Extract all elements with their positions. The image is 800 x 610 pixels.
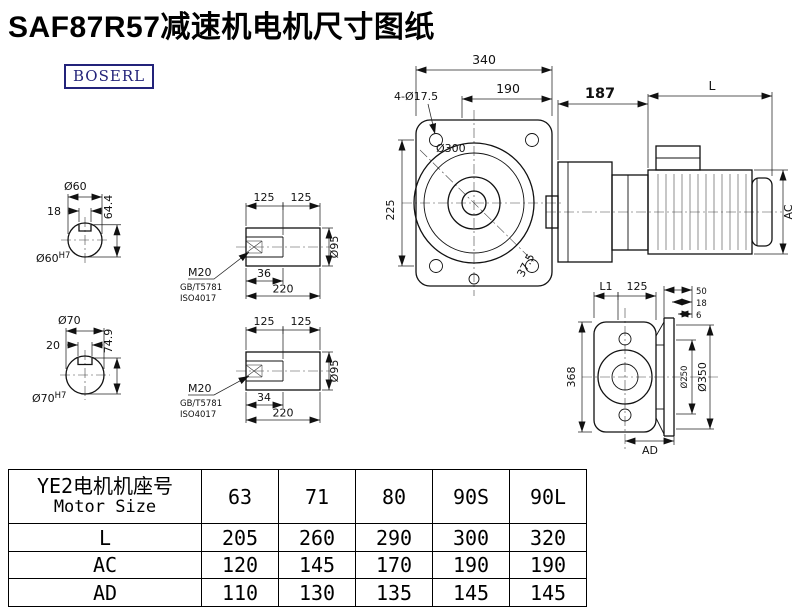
shaft-bot-dim125-right: 125 xyxy=(291,315,312,328)
row-label-AC: AC xyxy=(8,551,202,579)
motor-size-label-cn: YE2电机机座号 xyxy=(36,474,174,499)
rear-dim-d250: Ø250 xyxy=(679,366,690,389)
front-dim225: 225 xyxy=(384,200,397,221)
AD-value-90l: 145 xyxy=(509,578,587,607)
hollow-shaft-bottom-view: 125 125 M20 GB/T5781 ISO4017 34 220 Ø95 xyxy=(180,315,341,424)
shaft-bot-thread-label: M20 xyxy=(188,382,212,395)
frame-80-header: 80 xyxy=(355,469,433,524)
rear-dim-368: 368 xyxy=(565,367,578,388)
gearbox-front-view: 340 190 4-Ø17.5 Ø300 225 37.5 xyxy=(384,52,562,296)
L-value-63: 205 xyxy=(201,523,279,552)
L-value-80: 290 xyxy=(355,523,433,552)
AD-value-71: 130 xyxy=(278,578,356,607)
shaft-top-dim220: 220 xyxy=(273,283,294,296)
rear-dim-18: 18 xyxy=(696,299,707,309)
shaft-top-dim36: 36 xyxy=(257,267,271,280)
shaft-top-std-gb: GB/T5781 xyxy=(180,283,222,293)
shaft-top-dim125-left: 125 xyxy=(254,191,275,204)
AC-value-90s: 190 xyxy=(432,551,510,579)
shaft-bot-std-gb: GB/T5781 xyxy=(180,399,222,409)
rear-dim-L1: L1 xyxy=(599,280,612,293)
shaft70-dia-label: Ø70 xyxy=(58,314,81,327)
shaft-section-60-view: Ø60 18 64.4 Ø60H7 xyxy=(36,180,121,265)
table-header-motor-size: YE2电机机座号 Motor Size xyxy=(8,469,202,524)
shaft-bot-std-iso: ISO4017 xyxy=(180,410,216,420)
front-boltholes-label: 4-Ø17.5 xyxy=(394,90,438,103)
AC-value-71: 145 xyxy=(278,551,356,579)
AC-value-90l: 190 xyxy=(509,551,587,579)
AD-value-80: 135 xyxy=(355,578,433,607)
rear-dim-AD: AD xyxy=(642,444,658,457)
front-dim340: 340 xyxy=(472,52,496,67)
AD-value-90s: 145 xyxy=(432,578,510,607)
gearmotor-side-view: 187 L AC xyxy=(545,78,795,263)
frame-90l-header: 90L xyxy=(509,469,587,524)
AC-value-80: 170 xyxy=(355,551,433,579)
front-dim-d300: Ø300 xyxy=(436,142,466,155)
boserl-logo: BOSERL xyxy=(64,64,155,89)
shaft70-fit-label: Ø70H7 xyxy=(32,391,66,405)
shaft-bot-dim125-left: 125 xyxy=(254,315,275,328)
rear-dim-50: 50 xyxy=(696,287,707,297)
shaft-top-dim-d95: Ø95 xyxy=(328,236,341,259)
frame-90s-header: 90S xyxy=(432,469,510,524)
row-label-AD: AD xyxy=(8,578,202,607)
hollow-shaft-top-view: 125 125 M20 GB/T5781 ISO4017 36 220 Ø95 xyxy=(180,191,341,304)
shaft-bot-dim-d95: Ø95 xyxy=(328,360,341,383)
page-title: SAF87R57减速机电机尺寸图纸 xyxy=(8,11,435,44)
shaft60-dia-label: Ø60 xyxy=(64,180,87,193)
table-row-AC: AC 120 145 170 190 190 xyxy=(8,551,587,579)
rear-dim-125: 125 xyxy=(627,280,648,293)
side-dim187: 187 xyxy=(585,86,615,102)
shaft-top-thread-label: M20 xyxy=(188,266,212,279)
rear-dim-d350: Ø350 xyxy=(696,362,709,392)
shaft60-keyheight-label: 64.4 xyxy=(102,195,115,220)
frame-71-header: 71 xyxy=(278,469,356,524)
front-dim190: 190 xyxy=(496,81,520,96)
shaft60-keywidth-label: 18 xyxy=(47,205,61,218)
shaft-top-dim125-right: 125 xyxy=(291,191,312,204)
shaft70-keyheight-label: 74.9 xyxy=(102,329,115,354)
AC-value-63: 120 xyxy=(201,551,279,579)
rear-dim-6: 6 xyxy=(696,311,701,321)
AD-value-63: 110 xyxy=(201,578,279,607)
shaft60-fit-label: Ø60H7 xyxy=(36,251,70,265)
motor-size-label-en: Motor Size xyxy=(53,497,157,518)
gearbox-rear-view: L1 125 50 18 6 368 Ø250 Ø350 AD xyxy=(565,280,720,457)
shaft-bot-dim220: 220 xyxy=(273,407,294,420)
L-value-71: 260 xyxy=(278,523,356,552)
motor-size-table: YE2电机机座号 Motor Size 63 71 80 90S 90L L 2… xyxy=(8,469,587,607)
table-row-AD: AD 110 130 135 145 145 xyxy=(8,578,587,607)
shaft-bot-dim34: 34 xyxy=(257,391,271,404)
shaft-top-std-iso: ISO4017 xyxy=(180,294,216,304)
shaft70-keywidth-label: 20 xyxy=(46,339,60,352)
row-label-L: L xyxy=(8,523,202,552)
side-dim-L: L xyxy=(709,78,716,93)
L-value-90l: 320 xyxy=(509,523,587,552)
table-header-row: YE2电机机座号 Motor Size 63 71 80 90S 90L xyxy=(8,469,587,524)
side-dim-AC: AC xyxy=(782,204,795,219)
front-dim-angle: 37.5 xyxy=(514,251,537,279)
table-row-L: L 205 260 290 300 320 xyxy=(8,523,587,552)
shaft-section-70-view: Ø70 20 74.9 Ø70H7 xyxy=(32,314,121,405)
frame-63-header: 63 xyxy=(201,469,279,524)
L-value-90s: 300 xyxy=(432,523,510,552)
